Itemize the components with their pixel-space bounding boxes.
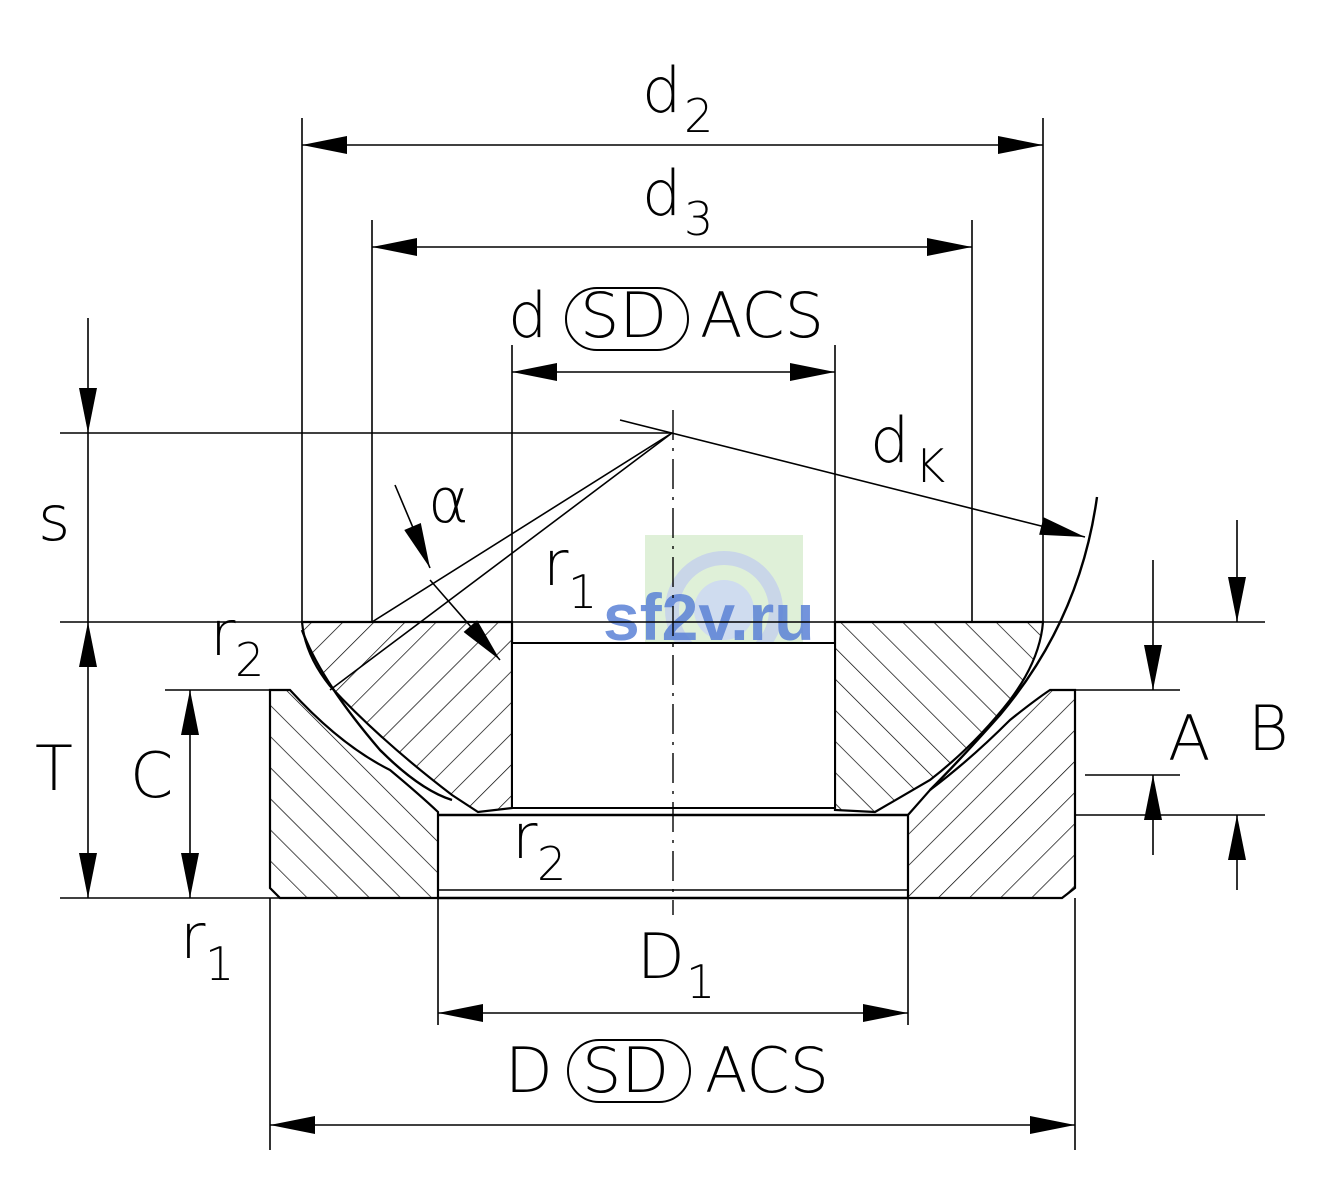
label-dk-sub: K: [915, 439, 945, 493]
watermark-text: sf2v.ru: [603, 580, 815, 654]
label-T: T: [35, 732, 73, 805]
housing-washer-right-section: [906, 688, 1077, 900]
label-dk: d: [870, 404, 909, 477]
label-d3-sub: 3: [684, 192, 713, 246]
label-D-acs: ACS: [705, 1034, 829, 1107]
label-d-sd-frame: [565, 287, 689, 351]
label-D: D: [505, 1034, 553, 1107]
label-B: B: [1248, 692, 1289, 765]
label-r1-top: r: [543, 527, 569, 600]
label-r2-mid: r: [512, 800, 538, 873]
alpha-arrow: [394, 484, 431, 569]
label-s: s: [38, 482, 70, 555]
label-d2: d: [642, 54, 681, 127]
label-d: d: [508, 279, 547, 352]
label-D-sd: SD: [582, 1034, 669, 1107]
label-alpha: α: [428, 464, 469, 537]
label-C: C: [130, 739, 173, 812]
label-D-sd-frame: [567, 1039, 691, 1103]
spherical-surface-arc: [929, 496, 1099, 791]
shaft-washer-right-section: [833, 620, 1045, 814]
label-d2-sub: 2: [684, 89, 713, 143]
label-r2-left-sub: 2: [235, 633, 264, 687]
label-d-acs: ACS: [700, 279, 824, 352]
label-A: A: [1168, 702, 1210, 775]
label-r2-mid-sub: 2: [537, 837, 566, 891]
shaft-washer-left-section: [300, 620, 514, 814]
label-d-sd: SD: [580, 279, 667, 352]
dim-dk-line: [619, 419, 1086, 538]
label-r1-bottom-sub: 1: [205, 937, 234, 991]
label-d3: d: [642, 157, 681, 230]
label-D1-sub: 1: [686, 955, 715, 1009]
label-r2-left: r: [210, 597, 236, 670]
housing-washer-left-section: [268, 688, 440, 900]
label-r1-top-sub: 1: [568, 565, 597, 619]
label-D1: D: [637, 920, 685, 993]
label-r1-bottom: r: [180, 900, 206, 973]
